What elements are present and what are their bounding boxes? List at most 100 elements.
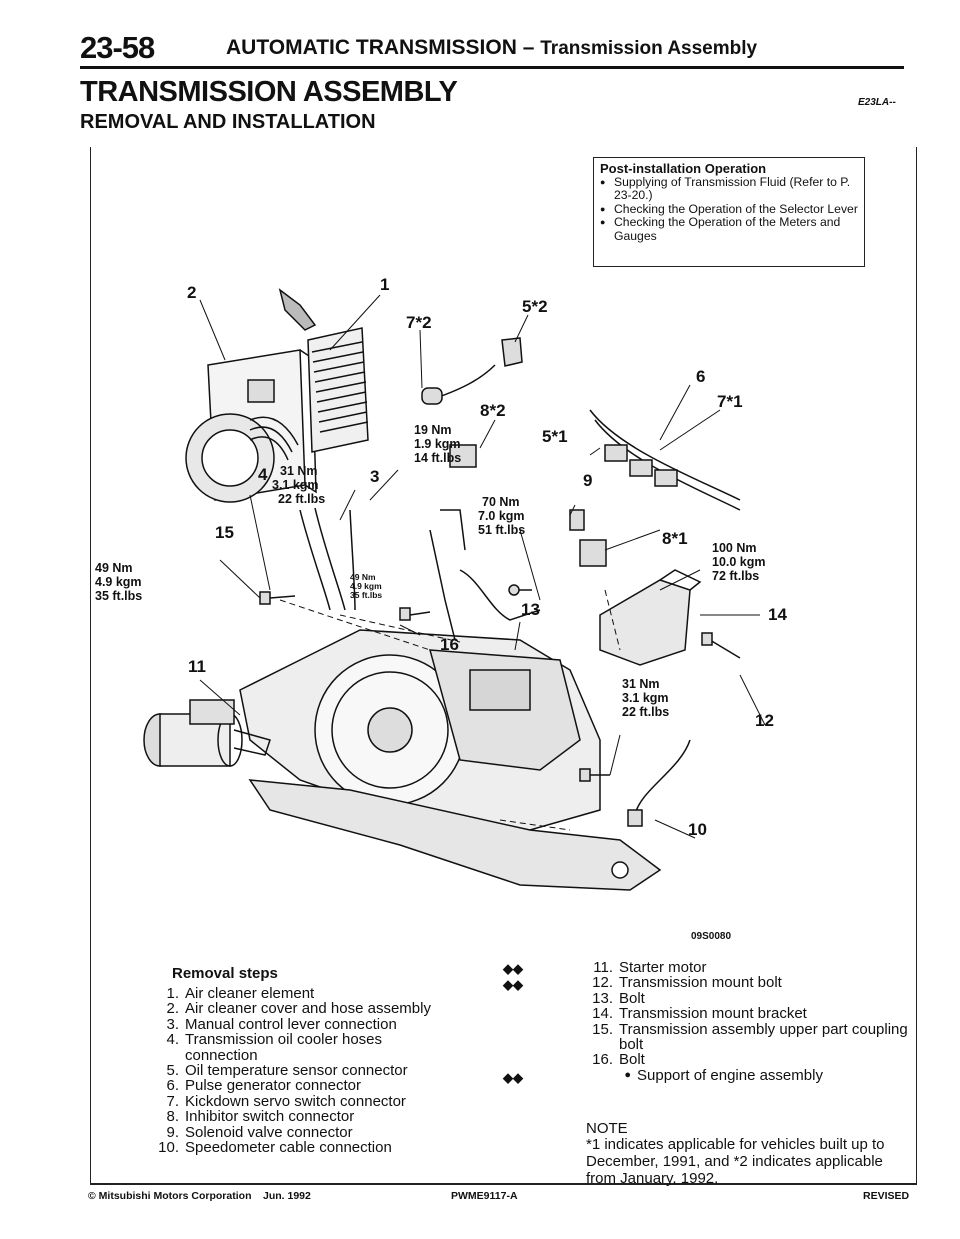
svg-text:35 ft.lbs: 35 ft.lbs bbox=[350, 590, 382, 600]
bolts-drawing bbox=[259, 584, 741, 782]
callout-6: 6 bbox=[696, 367, 705, 386]
section-code: E23LA-- bbox=[858, 97, 896, 108]
svg-text:14 ft.lbs: 14 ft.lbs bbox=[414, 451, 461, 465]
step-item: 14.Transmission mount bracket bbox=[592, 1005, 807, 1023]
service-point-mark: ◆◆ bbox=[503, 961, 523, 976]
svg-text:4.9 kgm: 4.9 kgm bbox=[95, 575, 142, 589]
removal-steps-title: Removal steps bbox=[172, 965, 278, 982]
left-rule bbox=[90, 147, 91, 1183]
callout-10: 10 bbox=[688, 820, 707, 839]
svg-text:3.1 kgm: 3.1 kgm bbox=[272, 478, 319, 492]
callout-8-star-2: 8*2 bbox=[480, 401, 506, 420]
header-rule bbox=[80, 66, 904, 69]
callout-5-star-2: 5*2 bbox=[522, 297, 548, 316]
air-cleaner-assembly-drawing bbox=[185, 288, 317, 503]
svg-text:19 Nm: 19 Nm bbox=[414, 423, 452, 437]
post-installation-item: Checking the Operation of the Selector L… bbox=[600, 202, 858, 217]
callout-5-star-1: 5*1 bbox=[542, 427, 568, 446]
callout-3: 3 bbox=[370, 467, 379, 486]
air-cleaner-element-drawing bbox=[307, 327, 369, 453]
step-item: 5.Oil temperature sensor connector bbox=[166, 1062, 408, 1080]
leader-lines bbox=[199, 294, 766, 839]
exploded-diagram: 1 2 3 4 6 9 10 11 12 13 14 15 16 7*2 5*2… bbox=[95, 275, 787, 891]
step-item: 10.Speedometer cable connection bbox=[158, 1139, 392, 1157]
svg-text:4.9 kgm: 4.9 kgm bbox=[350, 581, 382, 591]
page-number: 23-58 bbox=[80, 30, 155, 65]
svg-text:10.0 kgm: 10.0 kgm bbox=[712, 555, 766, 569]
torque-spec-70nm: 70 Nm 7.0 kgm 51 ft.lbs bbox=[478, 495, 525, 537]
connectors-and-hoses-drawing bbox=[299, 337, 741, 827]
torque-spec-49nm-left: 49 Nm 4.9 kgm 35 ft.lbs bbox=[95, 561, 142, 603]
svg-text:3.1 kgm: 3.1 kgm bbox=[622, 691, 669, 705]
step-item: ●Support of engine assembly bbox=[624, 1066, 823, 1084]
callout-7-star-1: 7*1 bbox=[717, 392, 743, 411]
step-item: 16.Bolt bbox=[592, 1051, 645, 1069]
torque-spec-49nm-small: 49 Nm 4.9 kgm 35 ft.lbs bbox=[350, 572, 382, 600]
svg-text:22 ft.lbs: 22 ft.lbs bbox=[622, 705, 669, 719]
step-item: 3.Manual control lever connection bbox=[166, 1015, 397, 1033]
svg-text:31 Nm: 31 Nm bbox=[280, 464, 318, 478]
header-separator: – bbox=[516, 36, 541, 59]
removal-steps-right-column: 11.Starter motor 12.Transmission mount b… bbox=[585, 960, 915, 1083]
transmission-mount-bracket-drawing bbox=[599, 569, 702, 666]
callout-8-star-1: 8*1 bbox=[662, 529, 688, 548]
step-item: 2.Air cleaner cover and hose assembly bbox=[166, 1000, 431, 1018]
step-item: 11.Starter motor bbox=[593, 959, 707, 976]
callout-12: 12 bbox=[755, 711, 774, 730]
starred-callout-labels: 7*2 5*2 8*2 5*1 7*1 8*1 bbox=[406, 297, 743, 548]
figure-code: 09S0080 bbox=[691, 931, 732, 942]
callout-11: 11 bbox=[188, 657, 206, 676]
post-installation-box: Post-installation Operation Supplying of… bbox=[593, 157, 865, 267]
step-item: 12.Transmission mount bolt bbox=[592, 974, 782, 992]
service-point-mark: ◆◆ bbox=[503, 977, 523, 992]
starter-motor-drawing bbox=[143, 699, 271, 767]
step-item: 1.Air cleaner element bbox=[166, 985, 315, 1002]
svg-text:31 Nm: 31 Nm bbox=[622, 677, 660, 691]
callout-1: 1 bbox=[380, 275, 389, 294]
callout-14: 14 bbox=[768, 605, 787, 624]
callout-2: 2 bbox=[187, 283, 196, 302]
callout-15: 15 bbox=[215, 523, 234, 542]
post-installation-title: Post-installation Operation bbox=[600, 161, 767, 176]
torque-spec-31nm-lower: 31 Nm 3.1 kgm 22 ft.lbs bbox=[622, 677, 669, 719]
transmission-case-drawing bbox=[239, 629, 662, 891]
svg-text:100 Nm: 100 Nm bbox=[712, 541, 756, 555]
footer-date: Jun. 1992 bbox=[263, 1190, 311, 1202]
chapter-title: AUTOMATIC TRANSMISSION bbox=[226, 36, 517, 59]
note-title: NOTE bbox=[586, 1120, 628, 1137]
step-item: 8.Inhibitor switch connector bbox=[166, 1108, 355, 1126]
callout-9: 9 bbox=[583, 471, 592, 490]
svg-text:49 Nm: 49 Nm bbox=[350, 572, 376, 582]
step-item: 13.Bolt bbox=[592, 989, 645, 1007]
step-item: 6.Pulse generator connector bbox=[166, 1077, 361, 1095]
section-title: TRANSMISSION ASSEMBLY bbox=[80, 76, 458, 108]
svg-text:35 ft.lbs: 35 ft.lbs bbox=[95, 589, 142, 603]
post-installation-list: Supplying of Transmission Fluid (Refer t… bbox=[600, 175, 858, 244]
running-header: AUTOMATIC TRANSMISSION – Transmission As… bbox=[226, 36, 757, 60]
bottom-rule bbox=[90, 1183, 917, 1185]
post-installation-item: Supplying of Transmission Fluid (Refer t… bbox=[600, 175, 858, 203]
step-item: 15.Transmission assembly upper part coup… bbox=[592, 1020, 908, 1054]
post-installation-item: Checking the Operation of the Meters and… bbox=[600, 215, 858, 243]
removal-steps-left-column: 1.Air cleaner element 2.Air cleaner cove… bbox=[151, 985, 491, 1157]
section-name: Transmission Assembly bbox=[540, 38, 758, 59]
callout-4: 4 bbox=[258, 465, 268, 484]
footer-copyright: © Mitsubishi Motors Corporation bbox=[88, 1190, 252, 1202]
svg-text:49 Nm: 49 Nm bbox=[95, 561, 133, 575]
footer-revision-status: REVISED bbox=[863, 1190, 910, 1202]
step-item: 4.Transmission oil cooler hoses connecti… bbox=[166, 1031, 383, 1064]
torque-spec-100nm: 100 Nm 10.0 kgm 72 ft.lbs bbox=[712, 541, 766, 583]
svg-text:22 ft.lbs: 22 ft.lbs bbox=[278, 492, 325, 506]
footer-document-code: PWME9117-A bbox=[451, 1190, 518, 1202]
svg-text:70 Nm: 70 Nm bbox=[482, 495, 520, 509]
callout-7-star-2: 7*2 bbox=[406, 313, 432, 332]
svg-text:72 ft.lbs: 72 ft.lbs bbox=[712, 569, 759, 583]
svg-text:51 ft.lbs: 51 ft.lbs bbox=[478, 523, 525, 537]
callout-13: 13 bbox=[521, 600, 540, 619]
callout-labels: 1 2 3 4 6 9 10 11 12 13 14 15 16 bbox=[187, 275, 787, 839]
step-item: 7.Kickdown servo switch connector bbox=[166, 1092, 406, 1110]
note-text: *1 indicates applicable for vehicles bui… bbox=[586, 1136, 885, 1187]
service-point-mark: ◆◆ bbox=[503, 1070, 523, 1085]
torque-spec-31nm-upper: 31 Nm 3.1 kgm 22 ft.lbs bbox=[272, 464, 325, 506]
torque-spec-19nm: 19 Nm 1.9 kgm 14 ft.lbs bbox=[414, 423, 461, 465]
